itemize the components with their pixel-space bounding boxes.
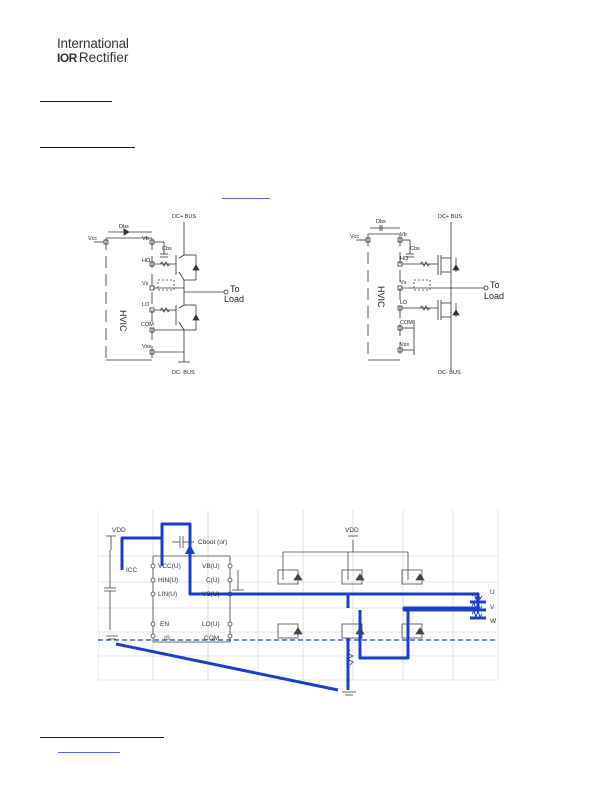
- left-dbs-label: Dbs: [119, 224, 129, 230]
- vdd-left-label: VDD: [112, 527, 126, 534]
- right-chip-label: HVIC: [376, 286, 386, 308]
- right-pin-vcc: Vcc: [350, 234, 359, 240]
- left-cbs-label: Cbs: [162, 246, 172, 252]
- cboot-label: Cboot (or): [198, 539, 227, 546]
- left-load-to: To: [230, 284, 240, 294]
- section-rule-1: [40, 101, 112, 102]
- pin-com: COM: [204, 635, 219, 642]
- left-dc-bus-top: DC+ BUS: [172, 214, 196, 220]
- left-pin-lo: LO: [142, 302, 150, 308]
- right-pin-vss: Vss: [400, 342, 409, 348]
- icc-label: ICC: [126, 567, 138, 574]
- left-pin-vb: Vb: [142, 236, 149, 242]
- pin-is: IS: [164, 635, 171, 642]
- right-load-load: Load: [484, 291, 504, 301]
- vdd-right-label: VDD: [345, 527, 359, 534]
- left-load-load: Load: [224, 294, 244, 304]
- pin-vcc-u: VCC(U): [158, 563, 181, 570]
- right-pin-vs: Vs: [400, 280, 407, 286]
- footer-rule: [40, 737, 164, 738]
- half-bridge-diagram-right: DC+ BUS DC- BUS Dbs Vcc Vb HO Vs LO COM …: [350, 214, 504, 376]
- logo-mark: IOR: [57, 51, 77, 65]
- left-pin-ho: HO: [142, 258, 151, 264]
- right-dc-bus-top: DC+ BUS: [438, 214, 462, 220]
- right-pin-lo: LO: [400, 300, 408, 306]
- left-pin-vcc: Vcc: [88, 236, 97, 242]
- pin-hin-u: HIN(U): [158, 577, 178, 584]
- right-pin-vb: Vb: [400, 232, 407, 238]
- pin-lin-u: LIN(U): [158, 591, 177, 598]
- pin-vs-u: VS(U): [202, 591, 220, 598]
- output-v: V: [490, 604, 495, 611]
- half-bridge-diagram-left: DC+ BUS DC- BUS Dbs Vcc Vb HO Vs LO COM …: [88, 214, 244, 376]
- left-dc-bus-bottom: DC- BUS: [172, 370, 195, 376]
- output-u: U: [490, 589, 495, 596]
- left-chip-label: HVIC: [118, 310, 128, 332]
- right-pin-com: COM: [400, 320, 413, 326]
- output-w: W: [490, 618, 497, 625]
- right-load-to: To: [490, 280, 500, 290]
- right-dbs-label: Dbs: [376, 219, 386, 225]
- right-dc-bus-bottom: DC- BUS: [438, 370, 461, 376]
- logo-line1: International: [57, 36, 129, 51]
- pin-en: EN: [160, 621, 169, 628]
- pin-lo-u: LO(U): [202, 621, 220, 628]
- pin-c-u: C(U): [206, 577, 220, 584]
- right-pin-ho: HO: [400, 256, 409, 262]
- footer-link[interactable]: [58, 752, 120, 753]
- left-pin-com: COM: [141, 322, 154, 328]
- left-pin-vs: Vs: [142, 281, 149, 287]
- reference-link[interactable]: [222, 198, 270, 199]
- pin-vb-u: VB(U): [202, 563, 220, 570]
- left-pin-vss: Vss: [142, 344, 151, 350]
- three-phase-bridge-diagram: VDD VDD ICC Cboot (or) VCC(U) HIN(U) LIN…: [98, 510, 499, 696]
- logo-line2-text: Rectifier: [78, 50, 129, 65]
- right-cbs-label: Cbs: [410, 246, 420, 252]
- section-rule-2: [40, 147, 135, 148]
